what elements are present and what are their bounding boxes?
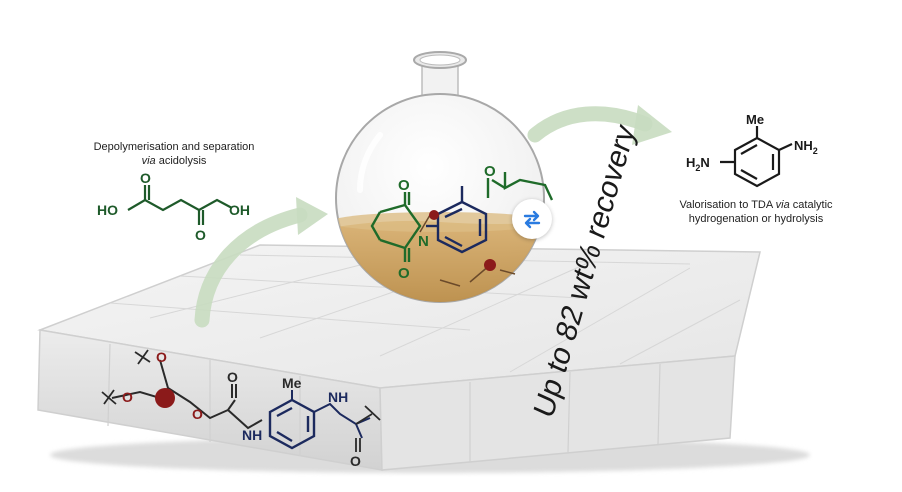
arrow-to-flask	[194, 197, 328, 328]
flask-polyol-fragment	[419, 210, 516, 287]
depolymerisation-line2: via acidolysis	[48, 154, 300, 168]
tda-nh2-right: NH2	[794, 138, 818, 156]
pu-nh-right: NH	[328, 389, 348, 405]
pu-o-right: O	[192, 406, 203, 422]
round-bottom-flask	[335, 51, 545, 303]
valorisation-line2: hydrogenation or hydrolysis	[688, 213, 824, 225]
acidolysis-text: acidolysis	[158, 155, 207, 167]
pu-o-bottom: O	[350, 453, 361, 469]
via-italic-2: via	[775, 199, 790, 211]
valorisation-post: catalytic	[792, 199, 833, 211]
via-italic-1: via	[141, 155, 156, 167]
valorisation-pre: Valorisation to TDA	[679, 199, 773, 211]
depolymerisation-label: Depolymerisation and separation via acid…	[48, 140, 300, 168]
succinic-o-top: O	[140, 170, 151, 186]
swap-arrows-icon	[523, 210, 541, 229]
tda-structure	[720, 126, 793, 188]
pu-carbonyl-o: O	[227, 369, 238, 385]
swap-badge[interactable]	[512, 199, 552, 239]
valorisation-label: Valorisation to TDA via catalytic hydrog…	[628, 198, 884, 226]
pu-nh-left: NH	[242, 427, 262, 443]
flask-carbonyl-o-top: O	[398, 177, 410, 194]
pu-o-left: O	[122, 389, 133, 405]
tda-h2n-left: H2N	[686, 155, 710, 173]
tda-me: Me	[746, 112, 764, 127]
pu-o-top: O	[156, 349, 167, 365]
flask-ketone-o: O	[484, 163, 496, 180]
succinimide-molecule	[370, 172, 554, 262]
succinic-o-bottom: O	[195, 227, 206, 243]
flask-carbonyl-o-bottom: O	[398, 265, 410, 282]
succinic-oh: OH	[229, 202, 250, 218]
succinic-ho: HO	[97, 202, 118, 218]
depolymerisation-line1: Depolymerisation and separation	[93, 141, 255, 153]
arrow-to-tda	[527, 105, 672, 145]
flask-imide-n: N	[418, 233, 429, 250]
succinic-acid-structure	[127, 185, 233, 225]
pu-me: Me	[282, 375, 302, 391]
polyurethane-structure	[101, 349, 381, 452]
valorisation-line1: Valorisation to TDA via catalytic	[628, 198, 884, 212]
toluene-ring-flask	[426, 186, 488, 254]
